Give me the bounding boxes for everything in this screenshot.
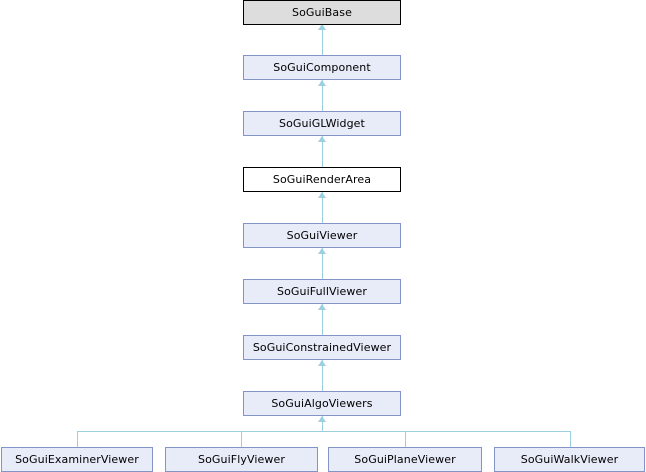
class-node-component[interactable]: SoGuiComponent <box>243 55 401 80</box>
edge-fullviewer-to-constrained <box>322 304 323 335</box>
edge-component-to-glwidget <box>322 80 323 111</box>
arrowhead-viewer-icon <box>318 248 326 254</box>
edge-drop-2 <box>241 431 242 447</box>
class-node-examiner[interactable]: SoGuiExaminerViewer <box>1 447 153 472</box>
edge-bus-horizontal <box>77 431 570 432</box>
arrowhead-component-icon <box>318 80 326 86</box>
class-node-constrained[interactable]: SoGuiConstrainedViewer <box>243 335 401 360</box>
edge-drop-4 <box>570 431 571 447</box>
class-node-fullviewer[interactable]: SoGuiFullViewer <box>243 279 401 304</box>
edge-base-to-component <box>322 24 323 55</box>
class-node-base[interactable]: SoGuiBase <box>243 0 401 25</box>
arrowhead-constrained-icon <box>318 360 326 366</box>
edge-algo-to-bus <box>322 416 323 432</box>
class-node-algo[interactable]: SoGuiAlgoViewers <box>243 391 401 416</box>
arrowhead-algo-icon <box>318 416 326 422</box>
arrowhead-base-icon <box>318 24 326 30</box>
class-node-fly[interactable]: SoGuiFlyViewer <box>165 447 318 472</box>
class-node-glwidget[interactable]: SoGuiGLWidget <box>243 111 401 136</box>
class-node-viewer[interactable]: SoGuiViewer <box>243 223 401 248</box>
edge-constrained-to-algo <box>322 360 323 391</box>
class-node-renderarea[interactable]: SoGuiRenderArea <box>243 167 401 192</box>
edge-renderarea-to-viewer <box>322 192 323 223</box>
edge-glwidget-to-renderarea <box>322 136 323 167</box>
arrowhead-fullviewer-icon <box>318 304 326 310</box>
class-node-plane[interactable]: SoGuiPlaneViewer <box>328 447 482 472</box>
edge-viewer-to-fullviewer <box>322 248 323 279</box>
class-node-walk[interactable]: SoGuiWalkViewer <box>494 447 645 472</box>
arrowhead-renderarea-icon <box>318 192 326 198</box>
edge-drop-3 <box>405 431 406 447</box>
arrowhead-glwidget-icon <box>318 136 326 142</box>
edge-drop-1 <box>77 431 78 447</box>
